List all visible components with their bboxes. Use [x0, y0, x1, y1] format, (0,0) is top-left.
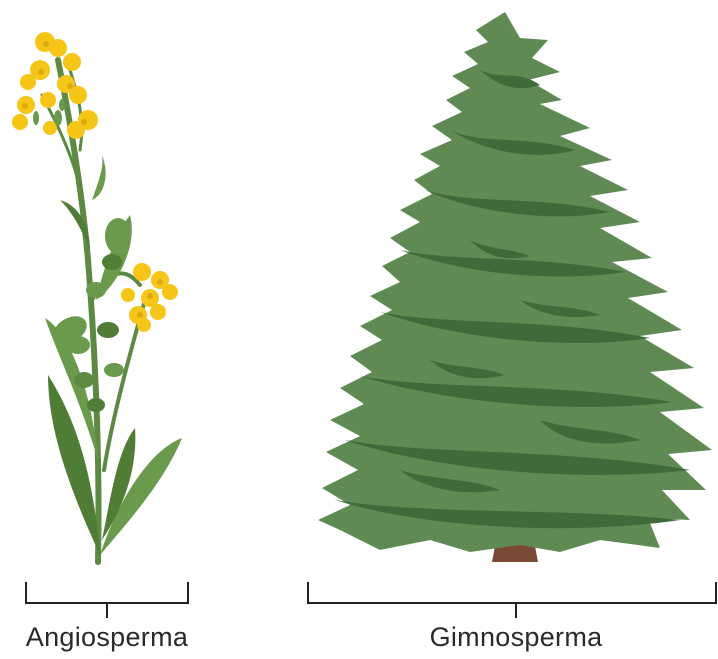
gimnosperma-bracket — [308, 582, 716, 618]
flowering-plant-icon — [12, 32, 182, 562]
conifer-tree-icon — [318, 12, 712, 562]
plant-stems — [42, 60, 145, 562]
gimnosperma-label: Gimnosperma — [430, 622, 603, 653]
angiosperma-label: Angiosperma — [26, 622, 188, 653]
plant-flowers-top — [12, 32, 98, 139]
plant-leaves — [45, 155, 182, 555]
angiosperma-bracket — [26, 582, 188, 618]
